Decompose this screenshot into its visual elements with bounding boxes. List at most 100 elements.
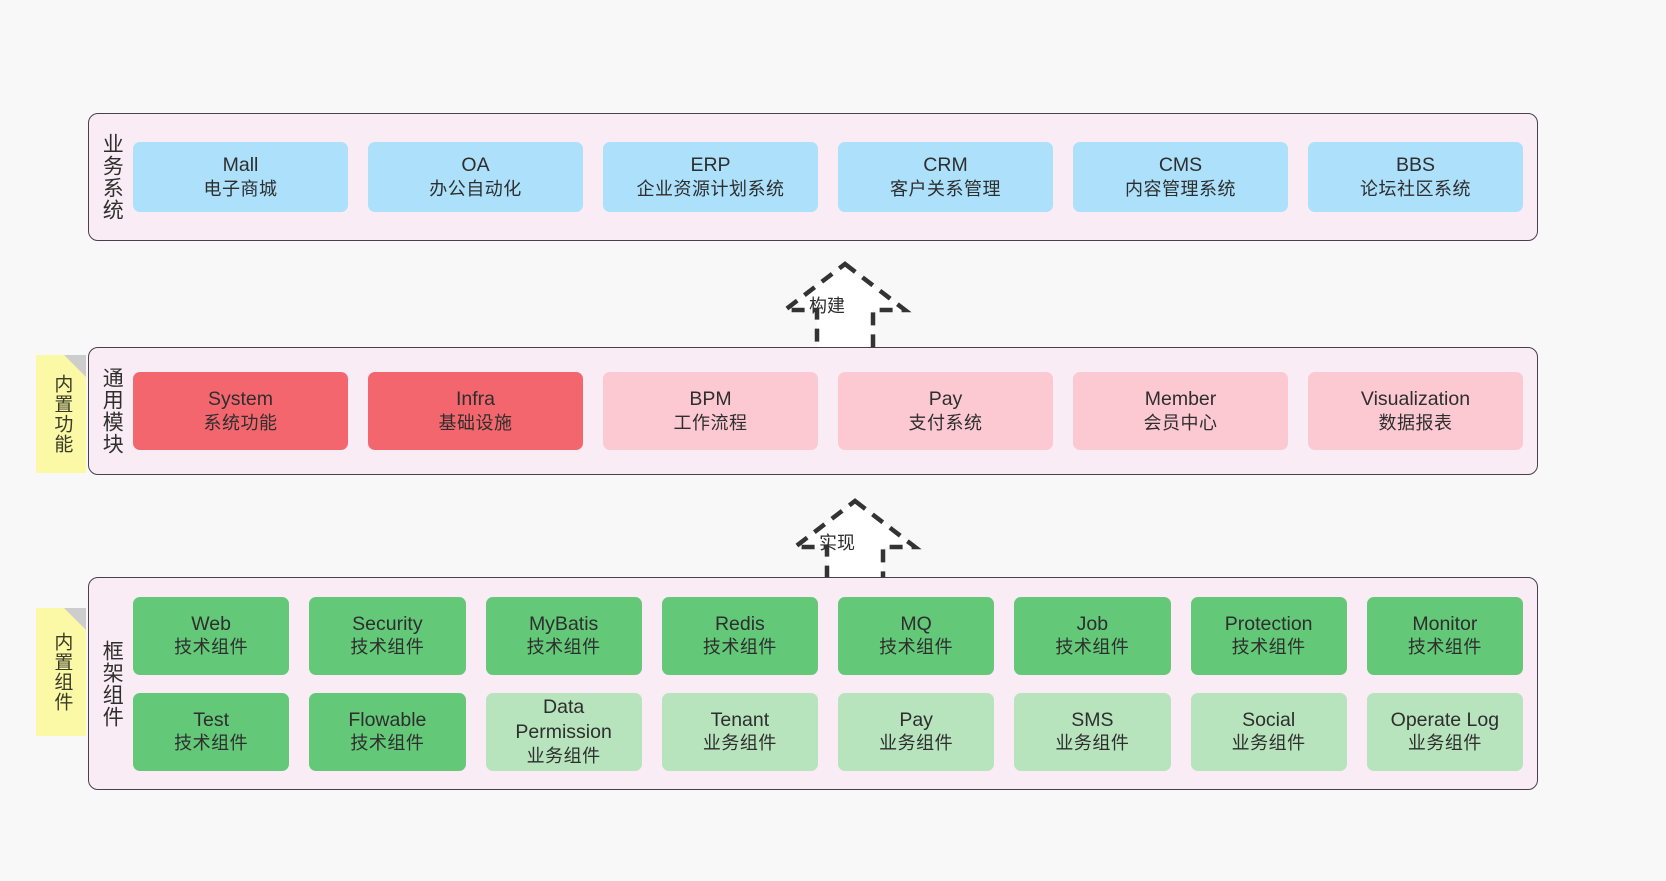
node-operate-log-sub: 业务组件 (1407, 733, 1482, 754)
node-bbs-sub: 论坛社区系统 (1360, 178, 1471, 199)
node-pay-module-title: Pay (928, 388, 963, 410)
node-sms[interactable]: SMS 业务组件 (1014, 692, 1171, 771)
node-mall[interactable]: Mall 电子商城 (133, 142, 348, 212)
node-bpm-title: BPM (689, 388, 732, 410)
node-redis-title: Redis (714, 612, 765, 635)
node-pay-component[interactable]: Pay 业务组件 (838, 692, 995, 771)
node-system-title: System (207, 388, 273, 410)
layer-business-systems: 业务系统 Mall 电子商城 OA 办公自动化 ERP 企业资源计划系统 CRM… (88, 113, 1538, 241)
node-tenant-sub: 业务组件 (702, 733, 777, 754)
node-social-sub: 业务组件 (1231, 733, 1306, 754)
node-infra-title: Infra (455, 388, 496, 410)
node-redis[interactable]: Redis 技术组件 (661, 596, 818, 675)
layer-modules-caption: 通用模块 (100, 367, 124, 455)
node-mq-title: MQ (900, 612, 932, 635)
node-operate-log[interactable]: Operate Log 业务组件 (1366, 692, 1523, 771)
node-job-title: Job (1076, 612, 1109, 635)
node-sms-sub: 业务组件 (1055, 733, 1130, 754)
layer-business-body: Mall 电子商城 OA 办公自动化 ERP 企业资源计划系统 CRM 客户关系… (133, 114, 1537, 240)
layer-business-caption: 业务系统 (100, 133, 124, 221)
node-monitor-title: Monitor (1412, 612, 1478, 635)
node-erp[interactable]: ERP 企业资源计划系统 (603, 142, 818, 212)
node-monitor-sub: 技术组件 (1407, 637, 1482, 658)
node-test-title: Test (193, 708, 229, 731)
node-web-title: Web (191, 612, 231, 635)
node-mybatis-title: MyBatis (528, 612, 599, 635)
node-mybatis[interactable]: MyBatis 技术组件 (485, 596, 642, 675)
sticky-note-builtin-functions-text: 内置功能 (51, 374, 73, 454)
node-pay-module-sub: 支付系统 (908, 412, 983, 433)
node-member-title: Member (1144, 388, 1217, 410)
node-data-permission[interactable]: Data Permission 业务组件 (485, 692, 642, 771)
node-member[interactable]: Member 会员中心 (1073, 372, 1288, 450)
framework-node-row-technical: Web 技术组件 Security 技术组件 MyBatis 技术组件 Redi… (133, 596, 1523, 675)
sticky-note-builtin-components-text: 内置组件 (51, 632, 73, 712)
node-social-title: Social (1242, 708, 1296, 731)
node-data-permission-sub: 业务组件 (526, 745, 601, 766)
node-crm-title: CRM (923, 154, 968, 176)
node-web-sub: 技术组件 (174, 637, 249, 658)
node-erp-title: ERP (690, 154, 731, 176)
node-mybatis-sub: 技术组件 (526, 637, 601, 658)
node-cms[interactable]: CMS 内容管理系统 (1073, 142, 1288, 212)
node-bpm-sub: 工作流程 (673, 412, 748, 433)
sticky-note-builtin-functions: 内置功能 (36, 355, 86, 473)
node-member-sub: 会员中心 (1143, 412, 1218, 433)
node-infra[interactable]: Infra 基础设施 (368, 372, 583, 450)
node-monitor[interactable]: Monitor 技术组件 (1366, 596, 1523, 675)
node-tenant[interactable]: Tenant 业务组件 (661, 692, 818, 771)
node-protection[interactable]: Protection 技术组件 (1190, 596, 1347, 675)
node-sms-title: SMS (1071, 708, 1114, 731)
node-job-sub: 技术组件 (1055, 637, 1130, 658)
node-test[interactable]: Test 技术组件 (133, 692, 290, 771)
node-flowable-sub: 技术组件 (350, 733, 425, 754)
connector-build-arrow-icon (755, 258, 935, 358)
node-protection-title: Protection (1224, 612, 1313, 635)
node-system-sub: 系统功能 (203, 412, 278, 433)
node-bbs[interactable]: BBS 论坛社区系统 (1308, 142, 1523, 212)
node-system[interactable]: System 系统功能 (133, 372, 348, 450)
node-redis-sub: 技术组件 (702, 637, 777, 658)
node-job[interactable]: Job 技术组件 (1014, 596, 1171, 675)
node-visualization-title: Visualization (1360, 388, 1471, 410)
layer-modules-body: System 系统功能 Infra 基础设施 BPM 工作流程 Pay 支付系统… (133, 348, 1537, 474)
node-pay-module[interactable]: Pay 支付系统 (838, 372, 1053, 450)
node-visualization-sub: 数据报表 (1378, 412, 1453, 433)
node-cms-sub: 内容管理系统 (1125, 178, 1236, 199)
framework-node-row-business: Test 技术组件 Flowable 技术组件 Data Permission … (133, 692, 1523, 771)
node-crm-sub: 客户关系管理 (890, 178, 1001, 199)
node-pay-component-title: Pay (899, 708, 933, 731)
node-security[interactable]: Security 技术组件 (309, 596, 466, 675)
connector-build-label: 构建 (809, 296, 845, 316)
layer-common-modules: 通用模块 System 系统功能 Infra 基础设施 BPM 工作流程 Pay… (88, 347, 1538, 475)
sticky-fold-corner-icon (64, 608, 86, 630)
node-web[interactable]: Web 技术组件 (133, 596, 290, 675)
node-bpm[interactable]: BPM 工作流程 (603, 372, 818, 450)
node-security-title: Security (352, 612, 423, 635)
connector-implement-label: 实现 (819, 533, 855, 553)
node-data-permission-title: Data Permission (515, 696, 612, 743)
node-infra-sub: 基础设施 (438, 412, 513, 433)
node-oa-title: OA (461, 154, 490, 176)
node-test-sub: 技术组件 (174, 733, 249, 754)
layer-framework-caption: 框架组件 (100, 639, 124, 728)
node-mq-sub: 技术组件 (879, 637, 954, 658)
business-node-row: Mall 电子商城 OA 办公自动化 ERP 企业资源计划系统 CRM 客户关系… (133, 142, 1523, 212)
node-flowable-title: Flowable (348, 708, 427, 731)
node-tenant-title: Tenant (710, 708, 770, 731)
node-crm[interactable]: CRM 客户关系管理 (838, 142, 1053, 212)
node-bbs-title: BBS (1395, 154, 1436, 176)
modules-node-row: System 系统功能 Infra 基础设施 BPM 工作流程 Pay 支付系统… (133, 372, 1523, 450)
node-security-sub: 技术组件 (350, 637, 425, 658)
node-social[interactable]: Social 业务组件 (1190, 692, 1347, 771)
node-mall-sub: 电子商城 (203, 178, 278, 199)
node-oa-sub: 办公自动化 (429, 178, 522, 199)
node-flowable[interactable]: Flowable 技术组件 (309, 692, 466, 771)
sticky-fold-corner-icon (64, 355, 86, 377)
node-operate-log-title: Operate Log (1390, 708, 1500, 731)
node-visualization[interactable]: Visualization 数据报表 (1308, 372, 1523, 450)
node-mall-title: Mall (222, 154, 259, 176)
node-erp-sub: 企业资源计划系统 (636, 178, 785, 199)
node-oa[interactable]: OA 办公自动化 (368, 142, 583, 212)
node-mq[interactable]: MQ 技术组件 (838, 596, 995, 675)
